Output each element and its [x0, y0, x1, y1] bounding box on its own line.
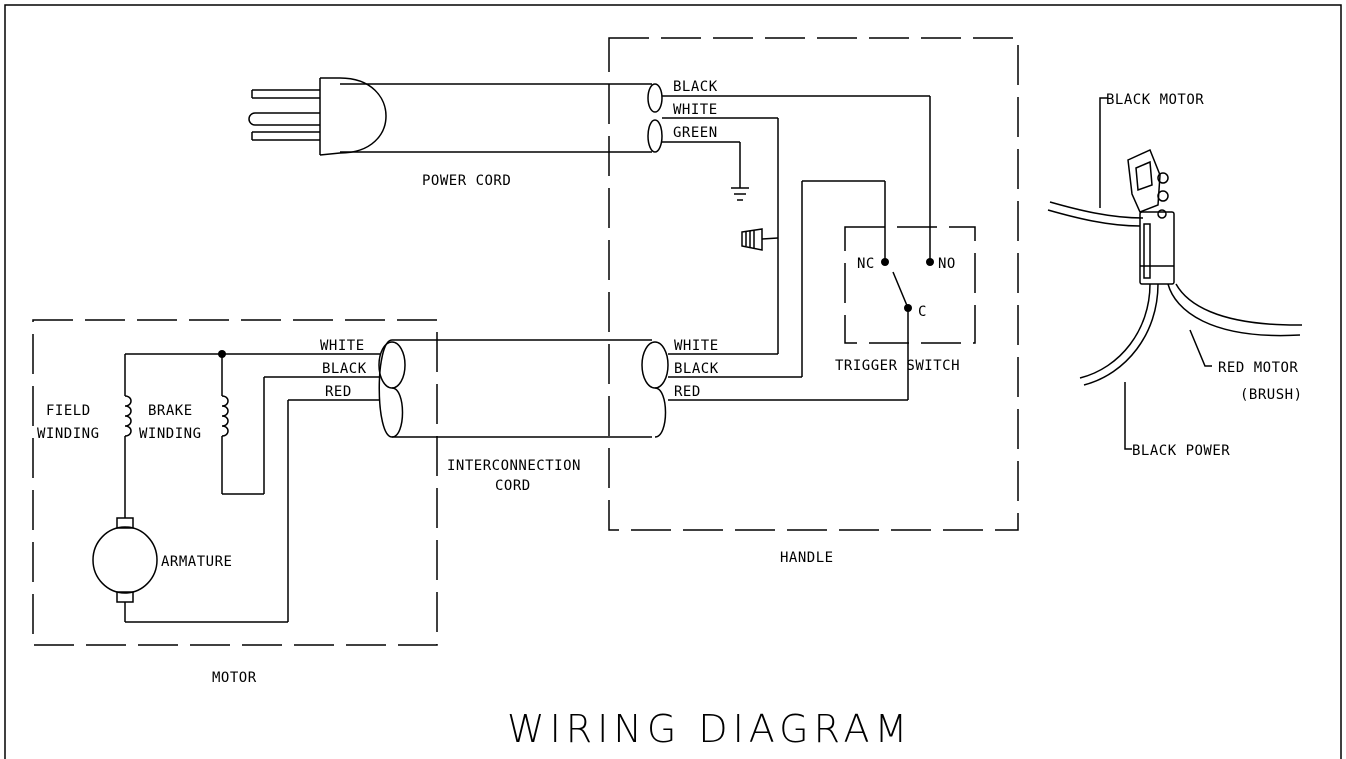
power-cord-label: POWER CORD [422, 173, 511, 189]
armature-label: ARMATURE [161, 554, 232, 570]
callout-red-motor: RED MOTOR [1218, 360, 1298, 376]
trigger-switch-box [844, 226, 976, 344]
handle-wire-red: RED [674, 384, 701, 400]
power-wire-black: BLACK [673, 79, 718, 95]
field-winding-label-2: WINDING [37, 426, 100, 442]
brake-winding-coil [221, 354, 229, 494]
motor-label: MOTOR [212, 670, 257, 686]
field-winding-coil [124, 354, 132, 518]
field-winding-label-1: FIELD [46, 403, 91, 419]
motor-box [32, 319, 438, 646]
power-wire-green: GREEN [673, 125, 718, 141]
motor-wire-red: RED [325, 384, 352, 400]
armature-icon [92, 517, 158, 622]
power-cord [340, 83, 663, 153]
power-wire-white: WHITE [673, 102, 718, 118]
switch-no-contact [926, 258, 934, 266]
handle-label: HANDLE [780, 550, 834, 566]
interconnection-label-line1: INTERCONNECTION [447, 458, 581, 474]
motor-wire-black: BLACK [322, 361, 367, 377]
brake-winding-label-2: WINDING [139, 426, 202, 442]
handle-wire-white: WHITE [674, 338, 719, 354]
callout-black-power: BLACK POWER [1132, 443, 1230, 459]
switch-nc-contact [881, 258, 889, 266]
switch-lever [892, 271, 909, 309]
switch-nc-label: NC [857, 256, 875, 272]
switch-no-label: NO [938, 256, 956, 272]
motor-wire-white: WHITE [320, 338, 365, 354]
handle-wire-black: BLACK [674, 361, 719, 377]
brush-assembly-illustration [1047, 148, 1303, 386]
ground-icon [731, 187, 749, 201]
wire-nut-icon [741, 228, 779, 354]
brake-winding-label-1: BRAKE [148, 403, 193, 419]
switch-c-label: C [918, 304, 927, 320]
interconnection-cord [378, 339, 669, 438]
handle-box [608, 37, 1019, 531]
trigger-switch-label: TRIGGER SWITCH [835, 358, 960, 374]
plug [248, 77, 387, 156]
interconnection-label-line2: CORD [495, 478, 531, 494]
callout-red-motor-sub: (BRUSH) [1240, 387, 1303, 403]
callout-black-motor: BLACK MOTOR [1106, 92, 1204, 108]
drawing-border [4, 4, 1342, 759]
diagram-title: WIRING DIAGRAM [507, 707, 912, 751]
